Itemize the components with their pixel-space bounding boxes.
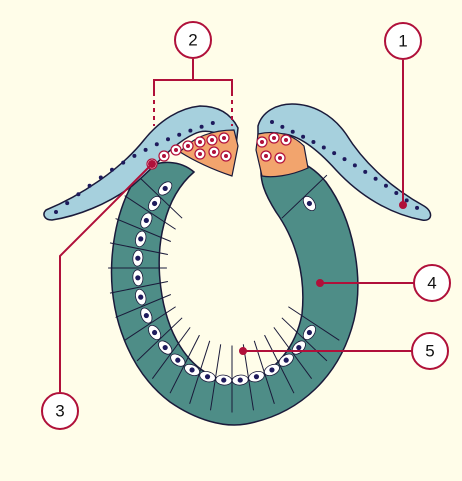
crest-cell-nucleus xyxy=(284,138,288,142)
leader-4-dot xyxy=(317,280,323,286)
ectoderm-nucleus xyxy=(394,191,398,195)
nucleolus xyxy=(138,295,143,300)
ectoderm-nucleus xyxy=(280,125,284,129)
nucleolus xyxy=(163,186,168,191)
ectoderm-nucleus xyxy=(110,168,114,172)
crest-cell-nucleus xyxy=(198,152,202,156)
nucleolus xyxy=(144,313,149,318)
nucleolus xyxy=(296,345,301,350)
crest-cell-nucleus xyxy=(212,150,216,154)
callout-4: 4 xyxy=(414,265,450,301)
crest-cell-nucleus xyxy=(272,136,276,140)
nucleolus xyxy=(307,330,312,335)
leader-1-dot xyxy=(400,202,406,208)
crest-cell-nucleus xyxy=(186,144,190,148)
ectoderm-nucleus xyxy=(322,145,326,149)
crest-cell-nucleus xyxy=(264,154,268,158)
crest-cell-nucleus xyxy=(224,154,228,158)
ectoderm-nucleus xyxy=(166,137,170,141)
callout-1: 1 xyxy=(385,23,421,59)
ectoderm-nucleus xyxy=(144,148,148,152)
nucleolus xyxy=(152,201,157,206)
ectoderm-nucleus xyxy=(155,142,159,146)
nucleolus xyxy=(238,377,243,382)
callout-2: 2 xyxy=(175,22,211,58)
ectoderm-nucleus xyxy=(211,121,215,125)
nucleolus xyxy=(152,330,157,335)
ectoderm-nucleus xyxy=(99,176,103,180)
ectoderm-nucleus xyxy=(200,125,204,129)
nucleolus xyxy=(221,377,226,382)
crest-cell-nucleus xyxy=(174,148,178,152)
nucleolus xyxy=(284,358,289,363)
neural-tube xyxy=(108,159,358,425)
nucleolus xyxy=(254,374,259,379)
nucleolus xyxy=(135,275,140,280)
ectoderm-nucleus xyxy=(188,129,192,133)
neural-tube-wall xyxy=(112,159,358,425)
ectoderm-nucleus xyxy=(177,133,181,137)
callout-3: 3 xyxy=(42,393,78,429)
ectoderm-nucleus xyxy=(363,170,367,174)
callout-1-label: 1 xyxy=(398,32,407,51)
ectoderm-nucleus xyxy=(132,154,136,158)
callout-5-label: 5 xyxy=(425,342,434,361)
leader-5-dot xyxy=(240,348,246,354)
nucleolus xyxy=(144,218,149,223)
ectoderm-nucleus xyxy=(374,177,378,181)
ectoderm-nucleus xyxy=(88,184,92,188)
ectoderm-nucleus xyxy=(65,201,69,205)
ectoderm-nucleus xyxy=(343,157,347,161)
ectoderm-nucleus xyxy=(121,161,125,165)
ectoderm-nucleus xyxy=(291,130,295,134)
callout-3-label: 3 xyxy=(55,402,64,421)
nucleolus xyxy=(135,256,140,261)
nucleolus xyxy=(307,201,312,206)
nucleolus xyxy=(163,345,168,350)
callout-2-label: 2 xyxy=(188,31,197,50)
nucleolus xyxy=(205,374,210,379)
nucleolus xyxy=(189,367,194,372)
bracket-2 xyxy=(154,80,232,92)
ectoderm-nucleus xyxy=(332,151,336,155)
crest-cell-nucleus xyxy=(198,140,202,144)
ectoderm-nucleus xyxy=(415,206,419,210)
ectoderm-nucleus xyxy=(76,192,80,196)
callout-5: 5 xyxy=(412,333,448,369)
nucleolus xyxy=(175,358,180,363)
ectoderm-nucleus xyxy=(353,163,357,167)
crest-cell-nucleus xyxy=(162,154,166,158)
crest-cell-nucleus xyxy=(278,156,282,160)
ectoderm-nucleus xyxy=(301,135,305,139)
callout-4-label: 4 xyxy=(427,274,436,293)
leader-3-dot xyxy=(149,161,155,167)
nucleolus xyxy=(138,236,143,241)
crest-cell-nucleus xyxy=(210,138,214,142)
crest-cell-nucleus xyxy=(260,140,264,144)
crest-cell-nucleus xyxy=(222,136,226,140)
nucleolus xyxy=(269,367,274,372)
ectoderm-nucleus xyxy=(311,140,315,144)
ectoderm-nucleus xyxy=(384,184,388,188)
ectoderm-nucleus xyxy=(270,120,274,124)
ectoderm-nucleus xyxy=(54,210,58,214)
leader-lines xyxy=(60,59,414,392)
